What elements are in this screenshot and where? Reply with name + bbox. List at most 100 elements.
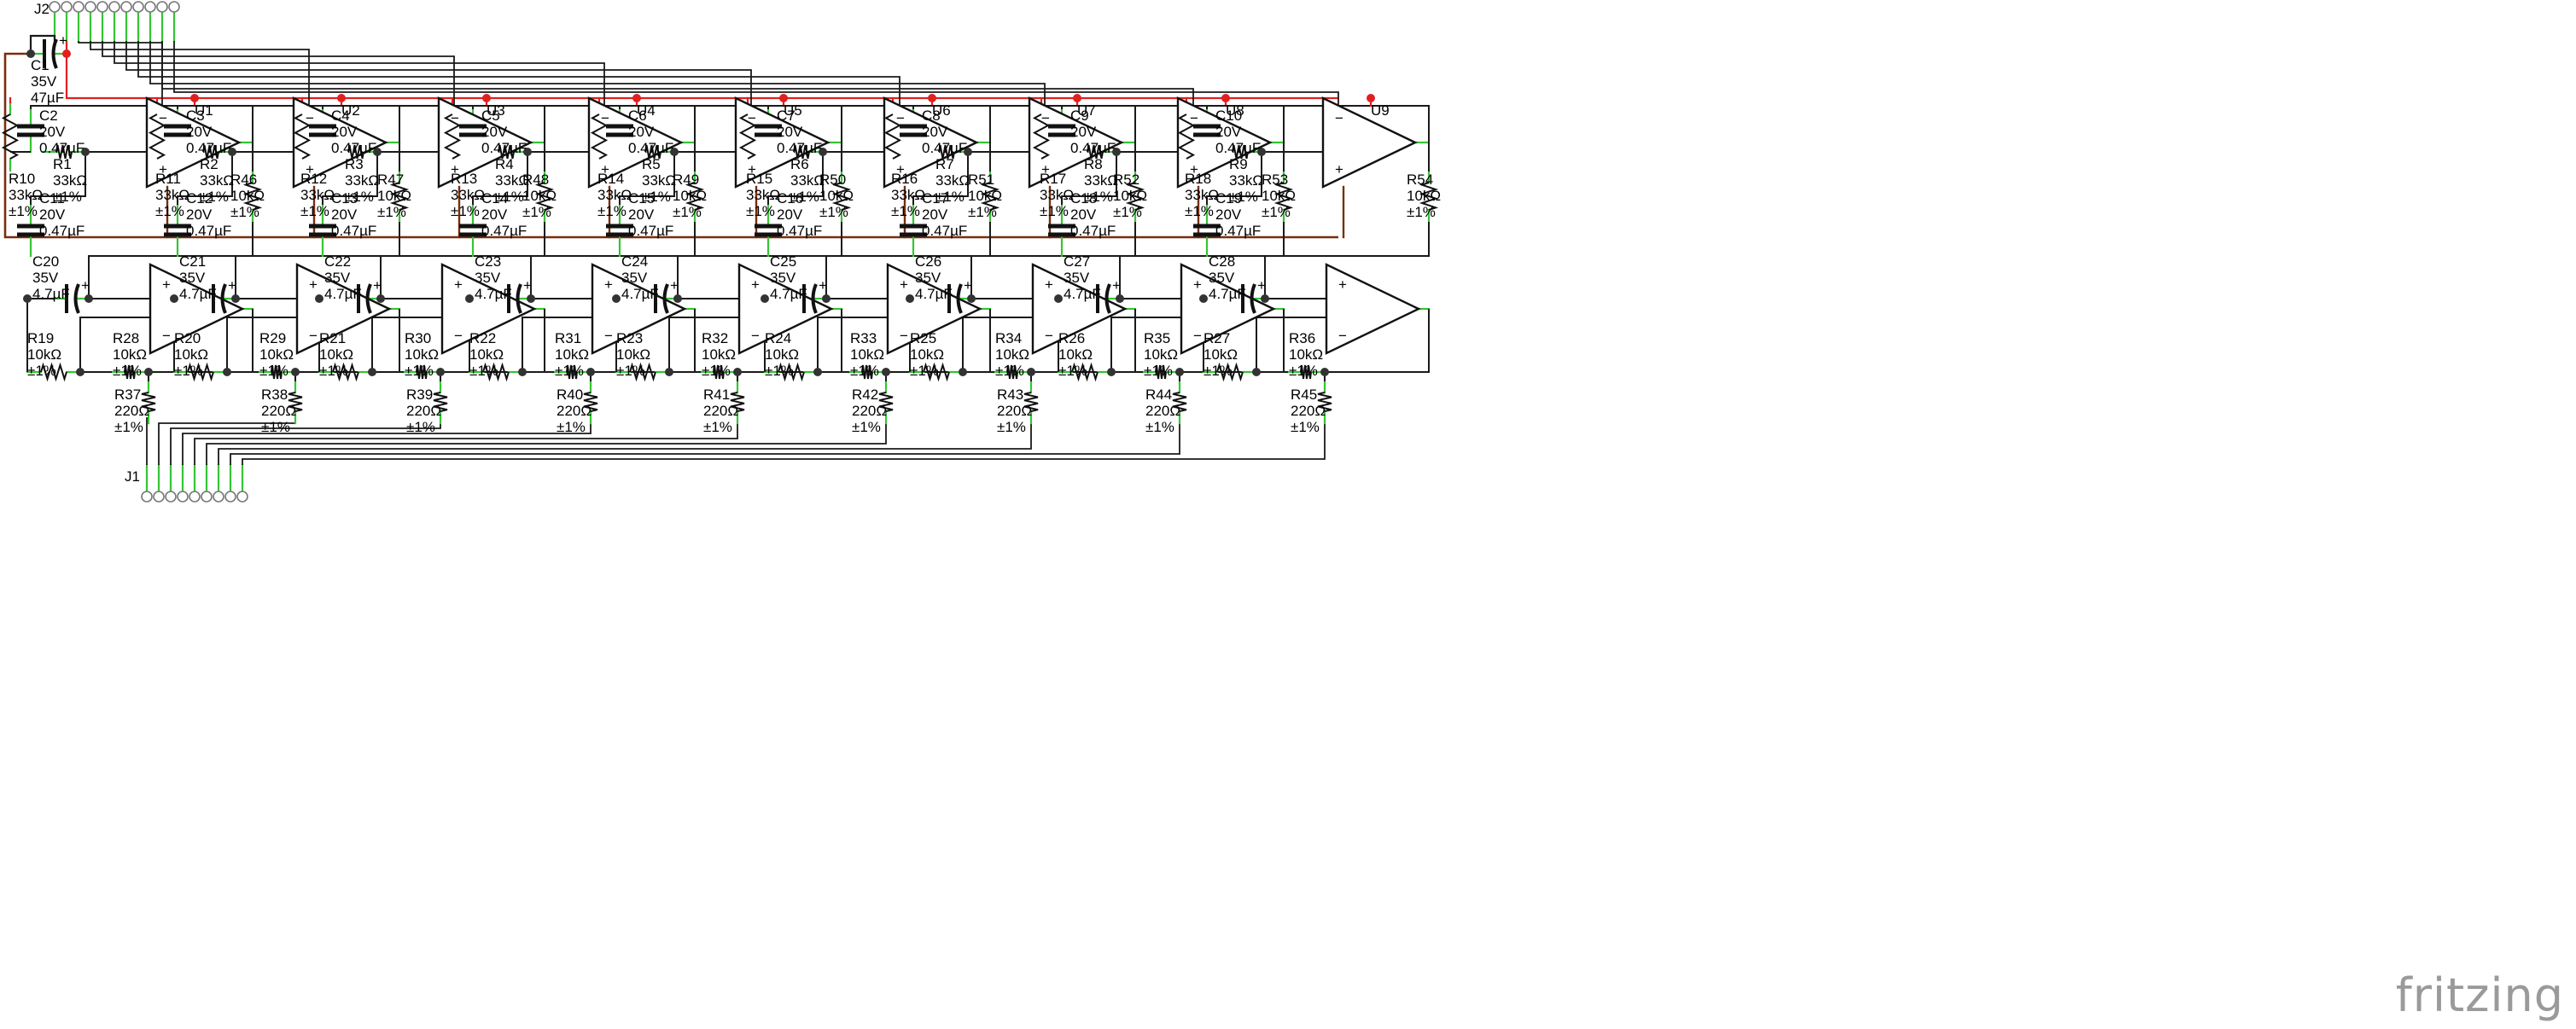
u5-c-cpl-label-line: C24 [621, 253, 648, 270]
u4-r-b-label-line: R31 [555, 330, 581, 346]
u9-r36 [1300, 364, 1312, 380]
u7-r-a-label-line: 10kΩ [910, 346, 944, 363]
u3-cpl-junction [315, 294, 323, 303]
u2-r-fb-label-line: ±1% [200, 189, 229, 205]
u8-buffer-opamp [1180, 263, 1276, 355]
u6-opamp-u6-pin-bottom-symbol: + [896, 161, 905, 177]
u7-c-cpl-label-line: 4.7µF [915, 286, 953, 302]
u7-r-load-label-line: ±1% [997, 419, 1026, 435]
u8-r-out-label-line: ±1% [1262, 204, 1291, 220]
u4-r-a-label-line: R22 [469, 330, 496, 346]
u1-r19 [40, 362, 67, 382]
u5-r-a-junction [665, 368, 673, 376]
u5-out-junction [733, 368, 742, 376]
u3-r-a-label-line: ±1% [319, 363, 348, 379]
u9-c28-polarity-mark: + [1257, 277, 1266, 294]
u9-r-b-label-line: R36 [1289, 330, 1315, 346]
u5-r-b-label-line: ±1% [702, 363, 731, 379]
u8-opamp-ref: U8 [1226, 102, 1244, 119]
u4-c23-plate-curved [516, 283, 522, 314]
u4-r-a-label-line: 10kΩ [469, 346, 504, 363]
j1-label: J1 [125, 468, 140, 485]
u4-c-rail-label-line: 20V [481, 206, 508, 223]
u2-r-out-label-line: R47 [377, 172, 404, 188]
u5-vcc-junction [779, 94, 788, 102]
u1-feedback-wire [30, 105, 254, 142]
u8-buffer-opamp-pin-top-symbol: + [1193, 276, 1202, 293]
u8-opamp-u8 [1176, 96, 1273, 189]
u8-r-out-label-line: R53 [1262, 172, 1288, 188]
j2-pin-3 [73, 1, 85, 13]
u8-r53 [1273, 182, 1294, 211]
u3-c-rail-label-line: 0.47µF [331, 223, 376, 239]
output-bus-u8 [230, 423, 1180, 465]
u6-opamp-ref: U6 [932, 102, 951, 119]
u6-r-b-label-line: 10kΩ [850, 346, 884, 363]
j2-pin-11 [168, 1, 180, 13]
input-bus-u5 [125, 41, 752, 124]
u6-c-rail-label-line: C16 [777, 190, 803, 206]
u6-r-load-label-line: 220Ω [852, 403, 887, 419]
u9-r-load-label-line: ±1% [1291, 419, 1320, 435]
u2-buffer-opamp-pin-bottom-symbol: − [309, 328, 318, 344]
u4-buffer-opamp-pin-top-symbol: + [604, 276, 613, 293]
u3-r-in-label-line: ±1% [300, 203, 329, 219]
u3-c-fb-label-line: 0.47µF [331, 140, 376, 156]
u8-r-load-label-line: R44 [1145, 387, 1172, 403]
u2-r-b-label-line: R29 [259, 330, 286, 346]
u3-feedback-wire [322, 105, 545, 142]
c1-power-junction [62, 49, 71, 58]
u1-c-cpl-label-line: 35V [32, 270, 59, 286]
u3-r-out-label-line: 10kΩ [522, 188, 557, 204]
c1-label-line: 35V [31, 73, 57, 90]
u7-c-rail-label-line: 20V [922, 206, 948, 223]
u2-r-out-label-line: ±1% [377, 204, 406, 220]
u3-r-a-label-line: 10kΩ [319, 346, 353, 363]
u5-r41 [730, 392, 745, 412]
u6-buffer-opamp-pin-bottom-symbol: − [900, 328, 908, 344]
u1-r-fb-label-line: R1 [53, 156, 72, 172]
c1-capacitor-plate-curved [51, 38, 58, 69]
u3-opamp-u3 [437, 96, 533, 189]
u8-feedback-wire [1061, 105, 1285, 142]
output-bus-u6 [206, 423, 887, 465]
j1-pin-8 [224, 491, 236, 503]
u3-buffer-opamp-pin-top-symbol: + [454, 276, 463, 293]
u5-r23 [629, 362, 656, 382]
u8-opamp-u8-pin-top-symbol: − [1190, 110, 1198, 126]
u1-r-b-label-line: 10kΩ [113, 346, 147, 363]
u2-r11 [148, 113, 166, 160]
u7-c-cpl-label-line: 35V [915, 270, 941, 286]
u7-out-junction [1027, 368, 1035, 376]
u1-vcc-junction [190, 94, 199, 102]
u6-r-in-label-line: ±1% [746, 203, 775, 219]
u5-c-fb-label-line: 0.47µF [628, 140, 673, 156]
u6-r6 [793, 144, 810, 160]
u9-c-cpl-label-line: 4.7µF [1209, 286, 1246, 302]
u9-r-b-label-line: ±1% [1289, 363, 1318, 379]
u1-c-fb-label-line: 20V [39, 124, 66, 140]
u9-buffer-opamp [1325, 263, 1421, 355]
u4-r-out-label-line: R49 [673, 172, 699, 188]
u4-buffer-fb-wire [522, 317, 592, 372]
u8-c-cpl-label-line: 4.7µF [1064, 286, 1101, 302]
u4-vcc-junction [632, 94, 641, 102]
u4-r-out-label-line: ±1% [673, 204, 702, 220]
u7-opamp-u7-pin-bottom-symbol: + [1041, 161, 1050, 177]
u1-buffer-opamp-pin-top-symbol: + [162, 276, 171, 293]
u5-buffer-opamp-pin-top-symbol: + [751, 276, 760, 293]
u3-buffer-opamp [440, 263, 537, 355]
u7-r43 [1023, 392, 1039, 412]
u6-vcc-junction [928, 94, 936, 102]
u8-r17 [1032, 113, 1051, 160]
u1-r10 [1, 113, 20, 160]
u5-r-fb-label-line: R5 [642, 156, 661, 172]
u4-r-b-label-line: ±1% [555, 363, 584, 379]
c1-capacitor-polarity-mark: + [59, 32, 67, 49]
u1-c-cpl-label-line: 4.7µF [32, 286, 70, 302]
u5-cpl-out-junction [673, 294, 682, 303]
u1-r-out-label-line: 10kΩ [230, 188, 265, 204]
u2-r-b-label-line: 10kΩ [259, 346, 294, 363]
u9-r-fb-label-line: R9 [1229, 156, 1248, 172]
u6-r-a-label-line: R24 [765, 330, 791, 346]
